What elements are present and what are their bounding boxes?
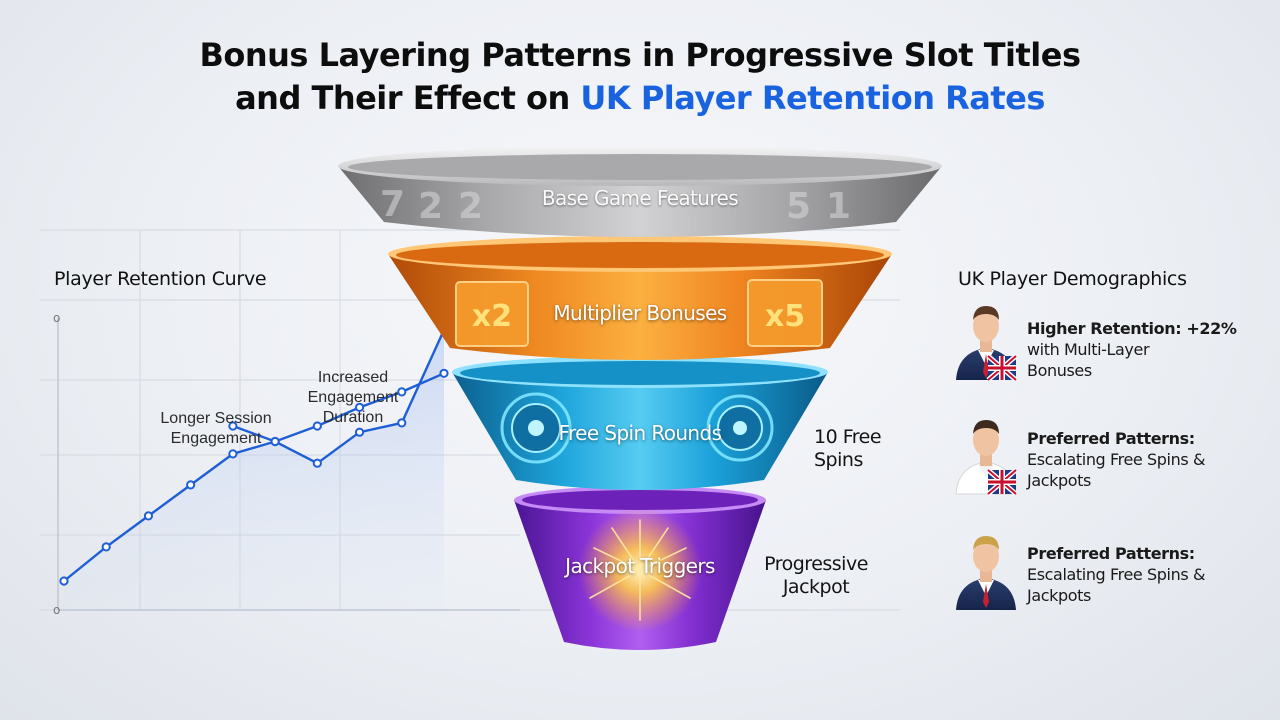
axis-mark-top: o — [53, 311, 60, 325]
data-point-s2-3 — [312, 421, 322, 431]
tier-label-base: Base Game Features — [541, 186, 739, 210]
data-point-s2-4 — [354, 402, 365, 412]
retention-heading: Player Retention Curve — [54, 268, 267, 290]
uk-flag-icon — [986, 468, 1018, 496]
tier-label-jackpot: Jackpot Triggers — [565, 554, 715, 578]
demographic-item-3-title: Preferred Patterns: — [1027, 544, 1195, 563]
reel-symbol-3: 2 — [458, 186, 483, 227]
avatar-3 — [956, 536, 1016, 610]
demographic-item-3-line-2: Jackpots — [1027, 586, 1091, 605]
page-title: Bonus Layering Patterns in Progressive S… — [0, 34, 1280, 120]
note-increased-duration: Increased Engagement Duration — [283, 368, 423, 428]
data-point-s1-7 — [312, 458, 322, 468]
data-point-s1-4 — [186, 480, 196, 490]
title-line-2-prefix: and Their Effect on — [235, 79, 581, 117]
data-point-s1-1 — [59, 576, 69, 586]
series-line-2 — [232, 372, 445, 443]
retention-chart: o o — [53, 311, 520, 617]
callout-free-spins-line-1: 10 Free — [814, 426, 882, 448]
note-increased-duration-line-2: Engagement — [307, 389, 399, 406]
tier-label-free-spin: Free Spin Rounds — [558, 421, 722, 445]
decor-x5: x5 — [765, 299, 805, 334]
demographics-heading: UK Player Demographics — [958, 268, 1187, 290]
data-point-s2-6 — [439, 368, 449, 378]
series-line-1 — [63, 329, 446, 582]
spark-rays — [589, 519, 691, 621]
tier-multiplier: x2 x5 — [388, 236, 892, 360]
data-point-s1-3 — [143, 511, 154, 521]
callout-jackpot-line-2: Jackpot — [782, 576, 850, 598]
note-longer-session: Longer Session Engagement — [146, 409, 286, 449]
data-point-s2-1 — [228, 421, 238, 431]
demographic-item-1: Higher Retention: +22% with Multi-Layer … — [1027, 318, 1237, 381]
callout-jackpot: Progressive Jackpot — [746, 553, 886, 599]
note-increased-duration-line-3: Duration — [322, 409, 384, 426]
note-longer-session-line-1: Longer Session — [160, 410, 272, 427]
demographic-item-1-title: Higher Retention: +22% — [1027, 319, 1237, 338]
demographic-item-1-line-1: with Multi-Layer — [1027, 340, 1150, 359]
callout-free-spins-line-2: Spins — [814, 449, 863, 471]
note-longer-session-line-2: Engagement — [170, 430, 262, 447]
spin-wheel-icon-left — [500, 392, 572, 464]
data-point-s2-2 — [270, 436, 280, 447]
data-point-s1-5 — [228, 449, 238, 459]
tier-base: 7 2 2 5 1 — [338, 146, 942, 237]
axis-mark-bottom: o — [53, 603, 60, 617]
x5-badge-icon: x5 — [747, 279, 823, 347]
curve-area — [64, 329, 444, 612]
decor-x2: x2 — [472, 299, 512, 334]
reel-symbols-icon: 7 2 2 5 1 — [380, 184, 851, 227]
demographic-item-2-line-2: Jackpots — [1027, 471, 1091, 490]
demographic-item-1-line-2: Bonuses — [1027, 361, 1092, 380]
demographic-item-2: Preferred Patterns: Escalating Free Spin… — [1027, 428, 1237, 491]
note-increased-duration-line-1: Increased — [317, 369, 389, 386]
x2-badge-icon: x2 — [455, 281, 529, 347]
title-line-2: and Their Effect on UK Player Retention … — [0, 77, 1280, 120]
avatar-1 — [956, 306, 1018, 382]
avatar-2 — [955, 420, 1018, 496]
uk-flag-icon — [986, 354, 1018, 382]
title-line-1: Bonus Layering Patterns in Progressive S… — [199, 36, 1081, 74]
tier-label-multiplier: Multiplier Bonuses — [553, 301, 727, 325]
data-point-s1-9 — [397, 418, 407, 428]
title-line-2-accent: UK Player Retention Rates — [580, 79, 1045, 117]
data-point-s1-2 — [101, 542, 111, 552]
demographic-item-2-line-1: Escalating Free Spins & — [1027, 450, 1206, 469]
spin-wheel-icon-right — [706, 394, 774, 462]
tier-jackpot — [514, 486, 766, 650]
data-point-s2-5 — [397, 387, 407, 397]
data-point-s1-8 — [354, 427, 365, 437]
tier-free-spin — [452, 356, 828, 490]
reel-symbol-4: 5 — [786, 186, 811, 227]
bonus-funnel: x2 x5 7 2 2 5 1 — [338, 146, 942, 650]
reel-symbol-5: 1 — [826, 186, 851, 227]
callout-jackpot-line-1: Progressive — [764, 553, 868, 575]
callout-free-spins: 10 Free Spins — [814, 426, 914, 472]
demographic-item-3: Preferred Patterns: Escalating Free Spin… — [1027, 543, 1237, 606]
demographic-item-3-line-1: Escalating Free Spins & — [1027, 565, 1206, 584]
reel-symbol-1: 7 — [380, 184, 405, 225]
reel-symbol-2: 2 — [418, 186, 443, 227]
demographic-item-2-title: Preferred Patterns: — [1027, 429, 1195, 448]
